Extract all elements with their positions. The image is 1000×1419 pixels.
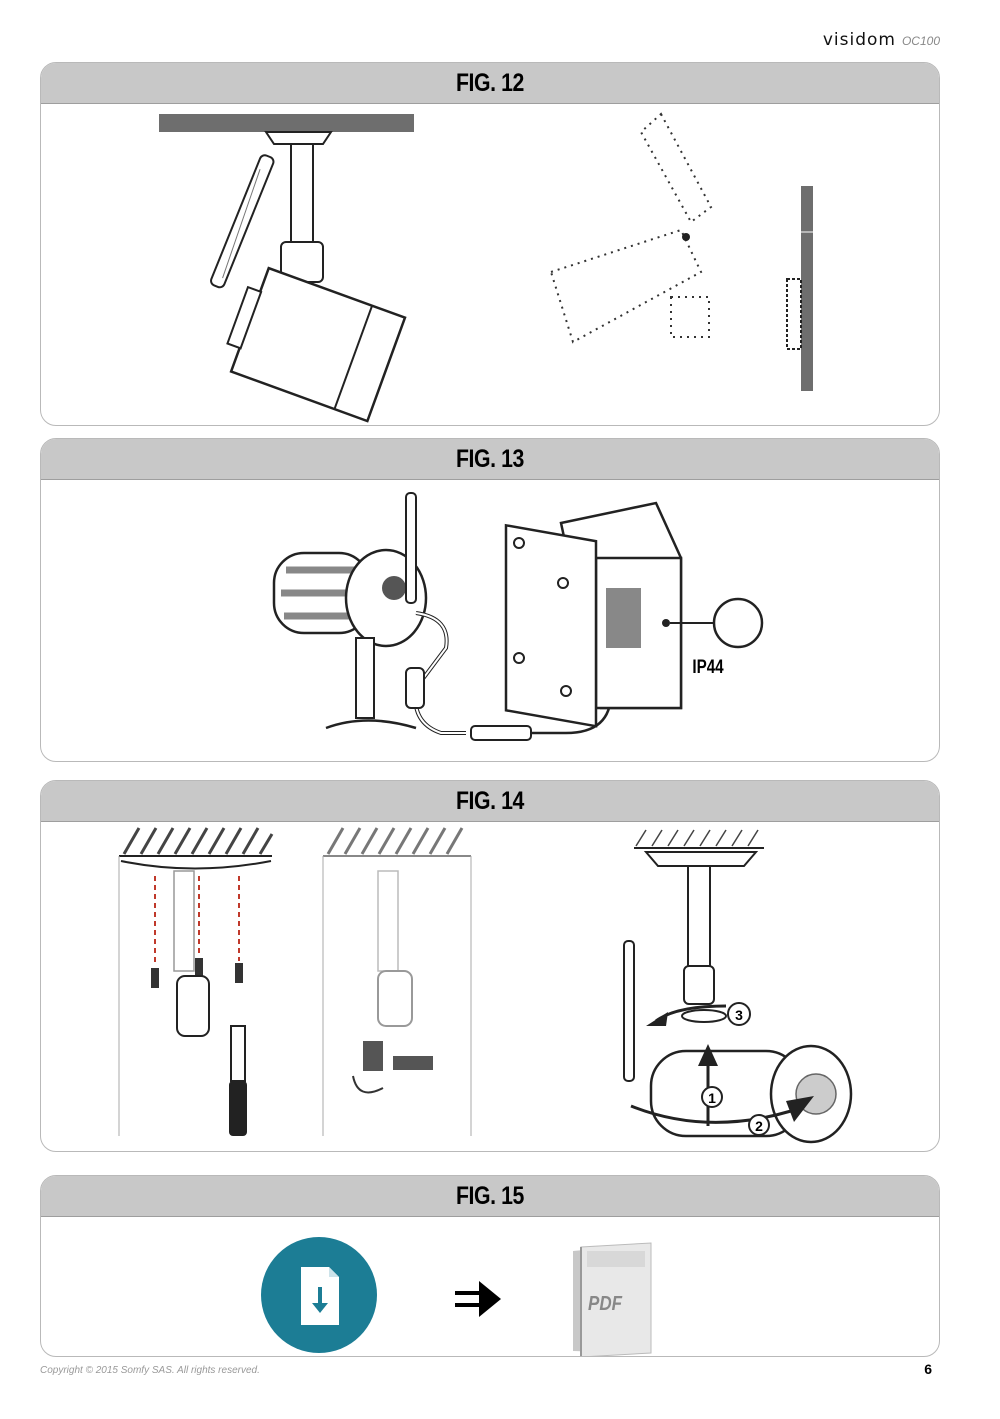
bracket-attach-drawing [322, 827, 472, 1136]
pdf-label: PDF [588, 1293, 622, 1315]
brand-model: OC100 [901, 34, 940, 48]
camera-power-box-drawing [272, 492, 764, 741]
mount-screws-drawing [118, 827, 275, 1136]
figure-13-header: FIG. 13 [41, 439, 939, 480]
ip44-badge: IP44 [692, 657, 724, 678]
step-2-label: 2 [755, 1118, 763, 1134]
copyright-text: Copyright © 2015 Somfy SAS. All rights r… [40, 1365, 260, 1376]
figure-12-title: FIG. 12 [456, 68, 524, 97]
wall-profile-drawing [786, 186, 815, 391]
camera-orientation-drawing [623, 829, 853, 1144]
download-file-icon [261, 1237, 377, 1353]
figure-15-panel: FIG. 15 PDF [40, 1175, 940, 1357]
brand-name: visidom [822, 30, 896, 50]
figure-14-title: FIG. 14 [456, 786, 524, 815]
step-1-label: 1 [708, 1090, 716, 1106]
brand-header: visidom OC100 [823, 30, 940, 50]
ceiling-camera-drawing [159, 114, 414, 423]
arrow-right-icon [455, 1281, 501, 1317]
figure-14-header: FIG. 14 [41, 781, 939, 822]
step-3-label: 3 [735, 1007, 743, 1023]
figure-15-header: FIG. 15 [41, 1176, 939, 1217]
figure-13-panel: FIG. 13 [40, 438, 940, 762]
figure-12-panel: FIG. 12 [40, 62, 940, 426]
page-number: 6 [924, 1361, 932, 1377]
figure-14-panel: FIG. 14 [40, 780, 940, 1152]
pdf-booklet-icon [573, 1242, 652, 1356]
wall-camera-outline-drawing [549, 112, 713, 344]
figure-12-header: FIG. 12 [41, 63, 939, 104]
figure-13-title: FIG. 13 [456, 444, 524, 473]
figure-15-title: FIG. 15 [456, 1181, 524, 1210]
